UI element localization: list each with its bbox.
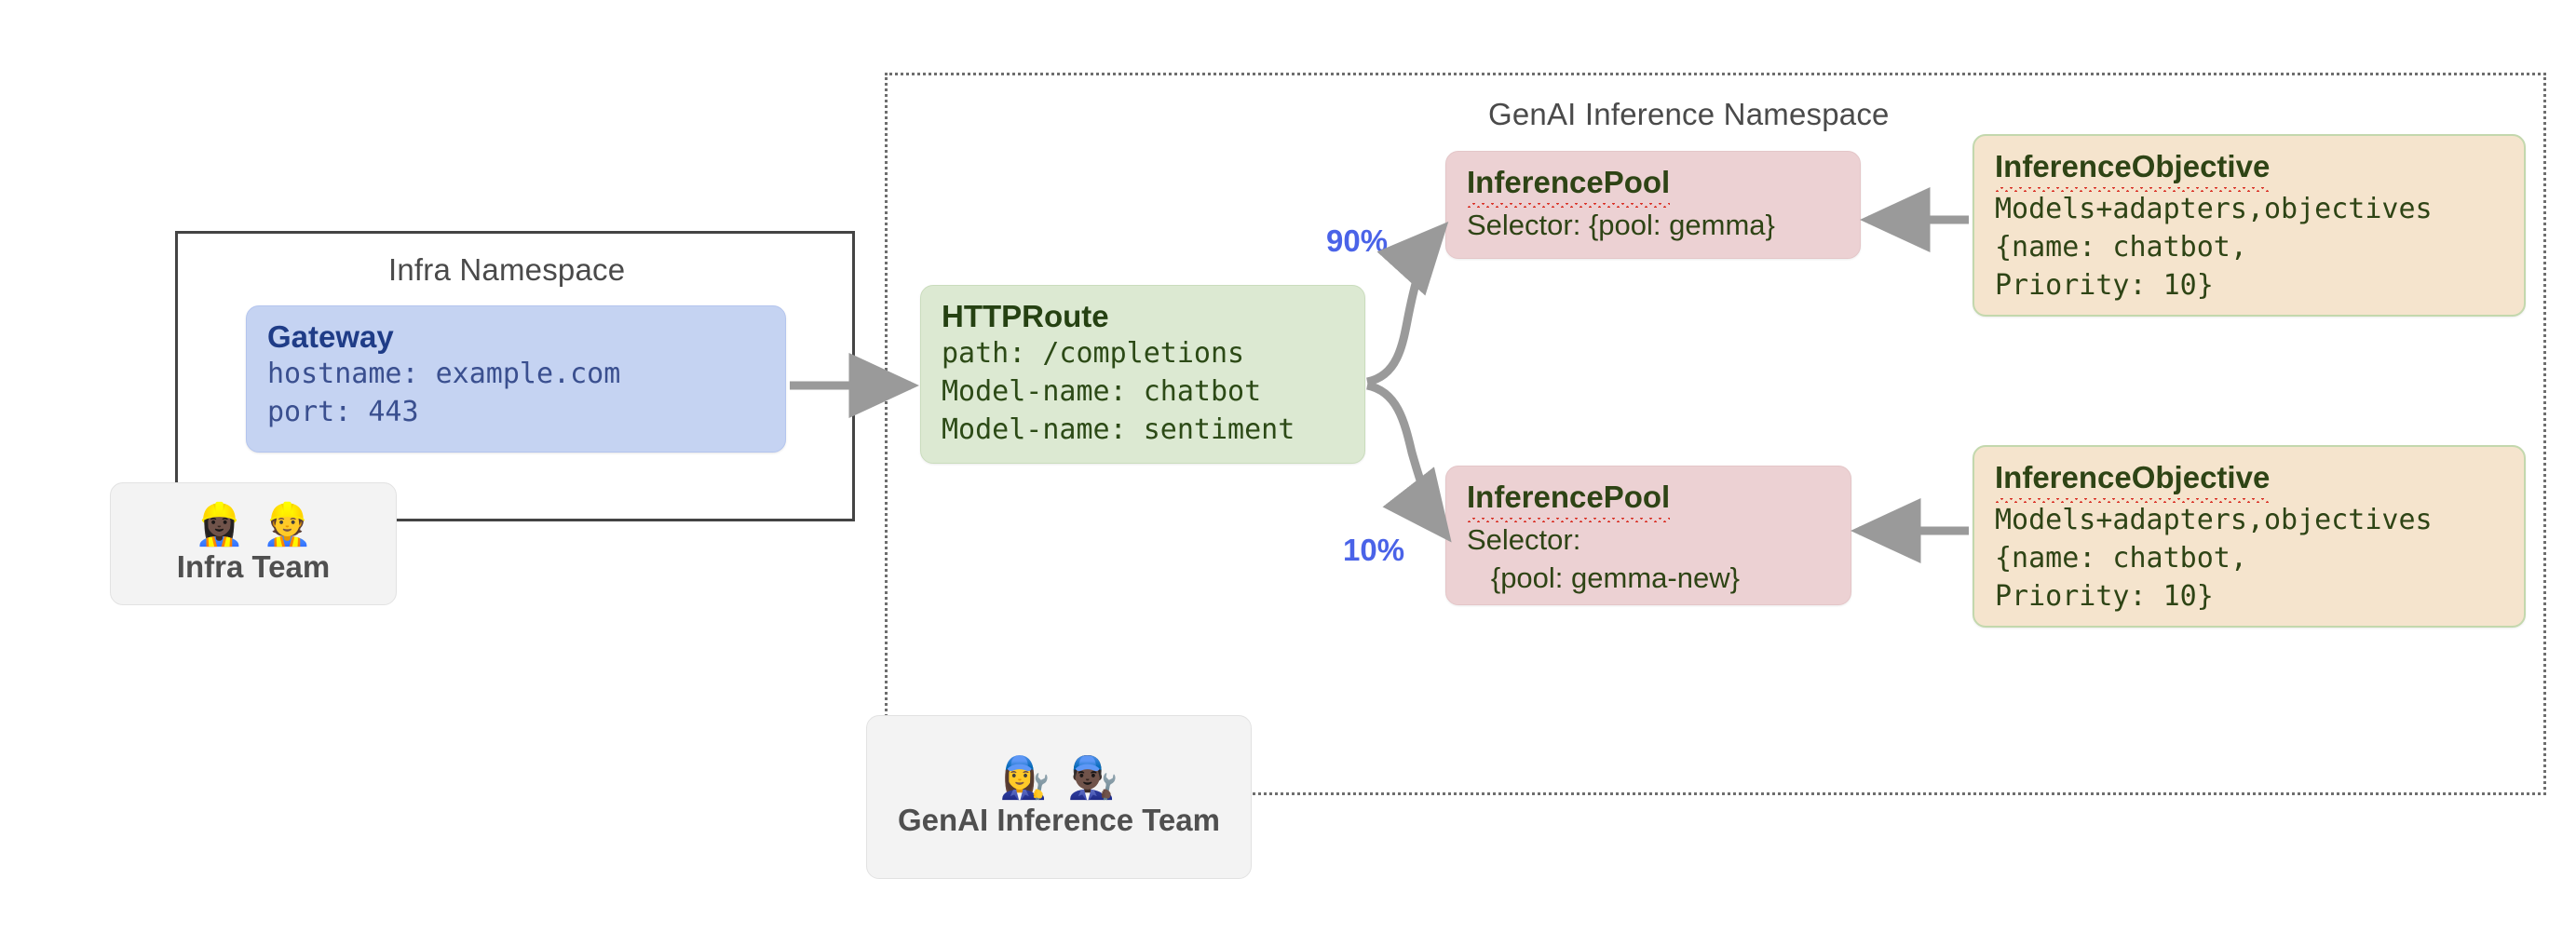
inferenceobjective-bottom-line-models: Models+adapters,objectives <box>1995 503 2433 536</box>
team-genai-inference[interactable]: 👩‍🔧👨🏿‍🔧 GenAI Inference Team <box>866 715 1252 879</box>
inferenceobjective-bottom-card[interactable]: InferenceObjective Models+adapters,objec… <box>1973 445 2526 628</box>
httproute-title: HTTPRoute <box>942 299 1109 333</box>
inferenceobjective-top-title: InferenceObjective <box>1995 149 2271 192</box>
namespace-infra-title: Infra Namespace <box>388 252 626 287</box>
inferenceobjective-top-line-models: Models+adapters,objectives <box>1995 192 2433 225</box>
inferencepool-gemma-new-selector-value: {pool: gemma-new} <box>1467 561 1740 594</box>
inferencepool-gemma-new-selector-label: Selector: <box>1467 522 1581 556</box>
team-infra[interactable]: 👷🏿‍♀️👷 Infra Team <box>110 482 397 605</box>
gateway-title: Gateway <box>267 319 394 354</box>
gateway-port: port: 443 <box>267 395 419 428</box>
infra-team-label: Infra Team <box>176 549 331 585</box>
inferenceobjective-bottom-line-priority: Priority: 10} <box>1995 579 2214 613</box>
inferencepool-gemma-selector: Selector: {pool: gemma} <box>1467 208 1775 241</box>
httproute-model-name-sentiment: Model-name: sentiment <box>942 412 1295 446</box>
httproute-card[interactable]: HTTPRoute path: /completions Model-name:… <box>920 285 1365 464</box>
namespace-genai-inference-title: GenAI Inference Namespace <box>1488 97 1890 131</box>
inferencepool-gemma-new-card[interactable]: InferencePool Selector: {pool: gemma-new… <box>1445 466 1851 605</box>
inferenceobjective-top-card[interactable]: InferenceObjective Models+adapters,objec… <box>1973 134 2526 317</box>
inferenceobjective-top-line-name: {name: chatbot, <box>1995 230 2247 264</box>
inferencepool-gemma-title: InferencePool <box>1467 165 1671 208</box>
httproute-model-name-chatbot: Model-name: chatbot <box>942 374 1262 408</box>
infra-team-avatar: 👷🏿‍♀️👷 <box>194 501 330 548</box>
weight-label-10: 10% <box>1343 533 1405 567</box>
genai-inference-team-avatar: 👩‍🔧👨🏿‍🔧 <box>999 754 1135 801</box>
gateway-card[interactable]: Gateway hostname: example.com port: 443 <box>246 305 786 453</box>
weight-label-90: 90% <box>1326 223 1389 258</box>
inferenceobjective-top-line-priority: Priority: 10} <box>1995 268 2214 302</box>
inferencepool-gemma-new-title: InferencePool <box>1467 480 1671 522</box>
httproute-path: path: /completions <box>942 336 1245 370</box>
namespace-genai-inference <box>885 73 2546 795</box>
gateway-hostname: hostname: example.com <box>267 357 621 390</box>
inferenceobjective-bottom-title: InferenceObjective <box>1995 460 2271 503</box>
genai-inference-team-label: GenAI Inference Team <box>897 803 1220 838</box>
inferenceobjective-bottom-line-name: {name: chatbot, <box>1995 541 2247 575</box>
inferencepool-gemma-card[interactable]: InferencePool Selector: {pool: gemma} <box>1445 151 1861 259</box>
